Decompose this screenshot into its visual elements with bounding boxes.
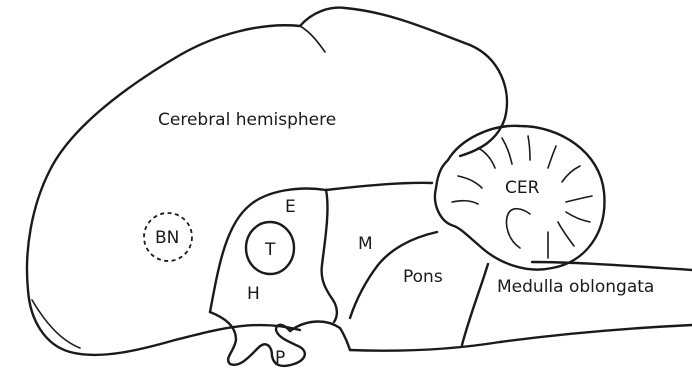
pituitary-outline [210,312,305,366]
label-medulla-oblongata: Medulla oblongata [497,277,654,297]
label-pituitary: P [275,348,285,368]
diencephalon-midbrain-boundary [322,190,337,322]
label-midbrain: M [358,234,373,254]
medulla-bottom-outline [350,325,692,351]
hemisphere-lower-fold [32,300,80,348]
hemisphere-top-fold [300,26,325,52]
cerebral-hemisphere-outline [27,8,507,355]
label-thalamus: T [264,240,276,260]
label-cerebral-hemisphere: Cerebral hemisphere [158,110,336,130]
pons-medulla-boundary [462,264,488,345]
label-epithalamus: E [285,197,296,217]
midbrain-top-boundary [326,183,432,190]
label-cerebellum: CER [505,178,540,198]
label-basal-nuclei: BN [155,228,179,248]
label-hypothalamus: H [247,284,260,304]
label-pons: Pons [403,267,443,287]
